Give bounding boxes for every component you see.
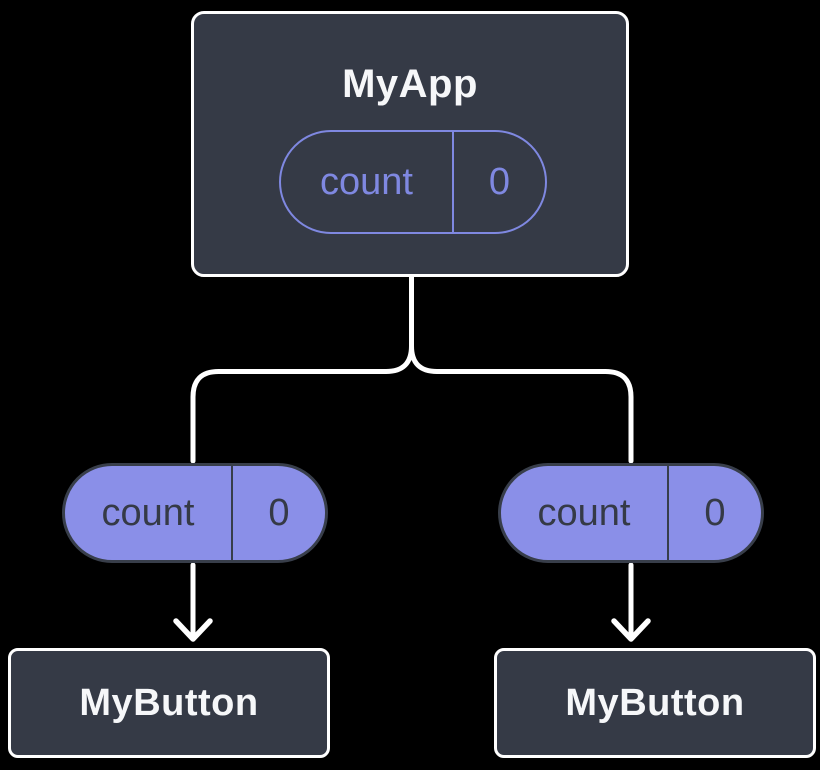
state-pill-label: count bbox=[320, 160, 413, 203]
arrow-head-right-icon bbox=[611, 618, 651, 642]
prop-pill-right: count 0 bbox=[498, 463, 764, 563]
root-component-title: MyApp bbox=[342, 62, 478, 106]
prop-pill-value: 0 bbox=[231, 466, 325, 560]
fork-connector-right bbox=[409, 273, 634, 464]
child-component-card-left: MyButton bbox=[8, 648, 330, 758]
prop-pill-value: 0 bbox=[667, 466, 761, 560]
prop-pill-label: count bbox=[537, 491, 631, 534]
arrow-head-left-icon bbox=[173, 618, 213, 642]
root-state-pill: count 0 bbox=[279, 130, 547, 234]
child-component-title: MyButton bbox=[79, 681, 259, 724]
state-pill-value: 0 bbox=[452, 132, 545, 232]
child-component-card-right: MyButton bbox=[494, 648, 816, 758]
child-component-title: MyButton bbox=[565, 681, 745, 724]
prop-pill-left: count 0 bbox=[62, 463, 328, 563]
fork-connector-left bbox=[190, 273, 414, 464]
prop-pill-label: count bbox=[101, 491, 195, 534]
root-component-card: MyApp count 0 bbox=[191, 11, 629, 277]
